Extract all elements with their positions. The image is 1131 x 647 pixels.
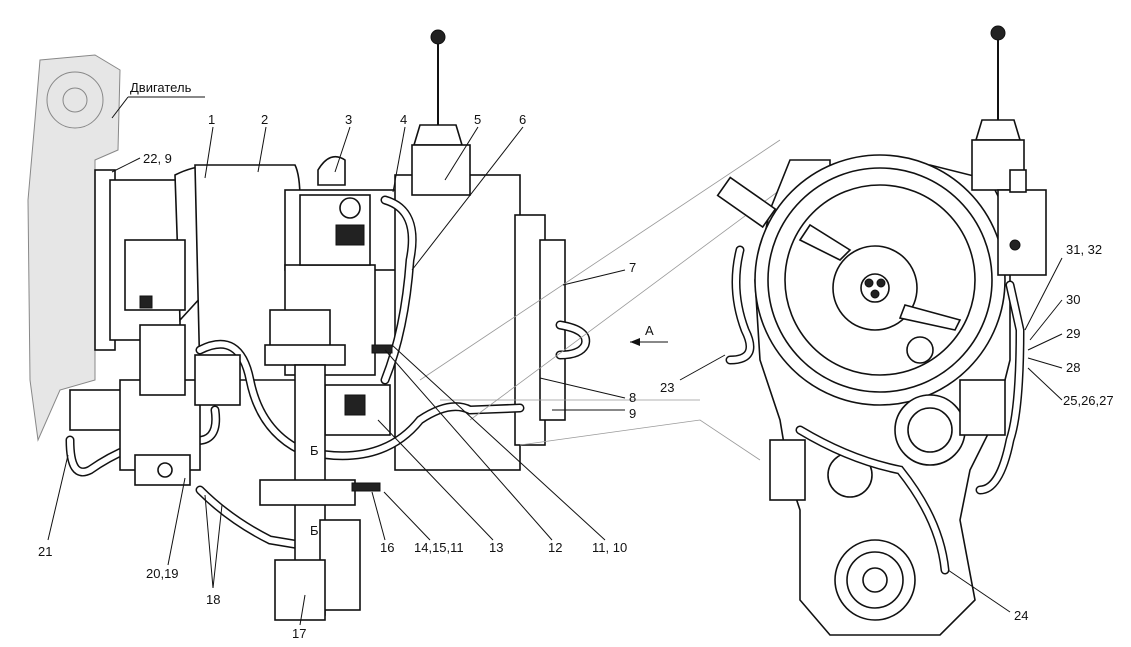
callout-16: 16	[380, 540, 394, 555]
callout-lines-left	[47, 126, 626, 626]
callout-2: 2	[261, 112, 268, 127]
callout-24: 24	[1014, 608, 1028, 623]
callout-labels-right: 31, 32 30 29 28 25,26,27 23 24	[660, 242, 1114, 623]
callout-7: 7	[629, 260, 636, 275]
callout-22-9: 22, 9	[143, 151, 172, 166]
callout-3: 3	[345, 112, 352, 127]
section-label-2: Б	[310, 523, 319, 538]
oil-pump	[69, 324, 241, 486]
hoses-right	[725, 245, 1025, 575]
callout-8: 8	[629, 390, 636, 405]
front-gear-lever	[971, 25, 1047, 276]
callout-lines-right	[679, 257, 1063, 613]
callout-28: 28	[1066, 360, 1080, 375]
callout-30: 30	[1066, 292, 1080, 307]
callout-29: 29	[1066, 326, 1080, 341]
cardan-shaft	[259, 309, 393, 621]
callout-6: 6	[519, 112, 526, 127]
view-arrow-label: А	[645, 323, 654, 338]
engine-label: Двигатель	[130, 80, 192, 95]
callout-9: 9	[629, 406, 636, 421]
flywheel-housing	[94, 165, 236, 351]
callout-17: 17	[292, 626, 306, 641]
callout-13: 13	[489, 540, 503, 555]
gear-lever	[411, 29, 471, 196]
callout-21: 21	[38, 544, 52, 559]
view-arrow	[630, 338, 668, 346]
background-lines	[419, 139, 781, 461]
callout-11-10: 11, 10	[592, 540, 627, 555]
callout-14-15-11: 14,15,11	[414, 540, 464, 555]
callout-1: 1	[208, 112, 215, 127]
callout-31-32: 31, 32	[1066, 242, 1102, 257]
callout-labels-left: 1 2 3 4 5 6 7 8 9 22, 9 21 20,19 18 17 1…	[38, 112, 636, 641]
engine-outline	[27, 54, 121, 442]
callout-18: 18	[206, 592, 220, 607]
front-view-engine	[716, 154, 1011, 636]
callout-23: 23	[660, 380, 674, 395]
callout-4: 4	[400, 112, 407, 127]
callout-20-19: 20,19	[146, 566, 179, 581]
section-label-1: Б	[310, 443, 319, 458]
callout-25-26-27: 25,26,27	[1063, 393, 1114, 408]
callout-12: 12	[548, 540, 562, 555]
control-valve	[299, 155, 371, 266]
callout-5: 5	[474, 112, 481, 127]
